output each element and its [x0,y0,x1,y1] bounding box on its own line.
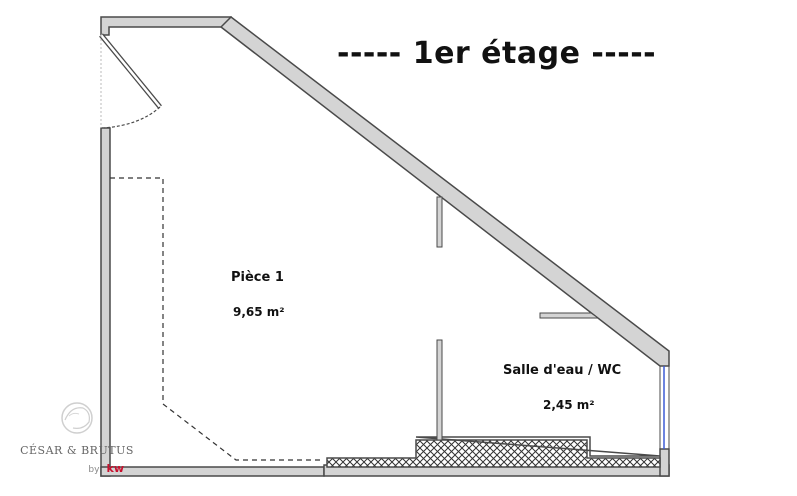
right-wall [659,448,670,477]
door-swing-arc [103,106,161,129]
brand-logo: CÉSAR & BRUTUS by kw [18,398,136,476]
door-leaf-inner [100,34,161,108]
logo-kw: kw [106,462,124,475]
hatched-area-border [415,436,661,457]
room-label-piece-1: Pièce 1 [231,270,284,285]
hatched-area [326,439,661,468]
lion-emblem-icon [61,402,93,434]
logo-by: by [88,465,100,475]
top-wall [100,16,232,36]
ceiling-height-line [110,177,324,461]
room-label-salle-eau: Salle d'eau / WC [503,363,622,378]
partition-upper [436,196,443,248]
partition-lower [436,339,443,441]
room-area-piece-1: 9,65 m² [233,305,285,319]
floor-title: ----- 1er étage ----- [337,36,657,71]
partition-right [539,312,600,319]
logo-name: CÉSAR & BRUTUS [20,444,134,457]
room-area-salle-eau: 2,45 m² [543,398,595,412]
